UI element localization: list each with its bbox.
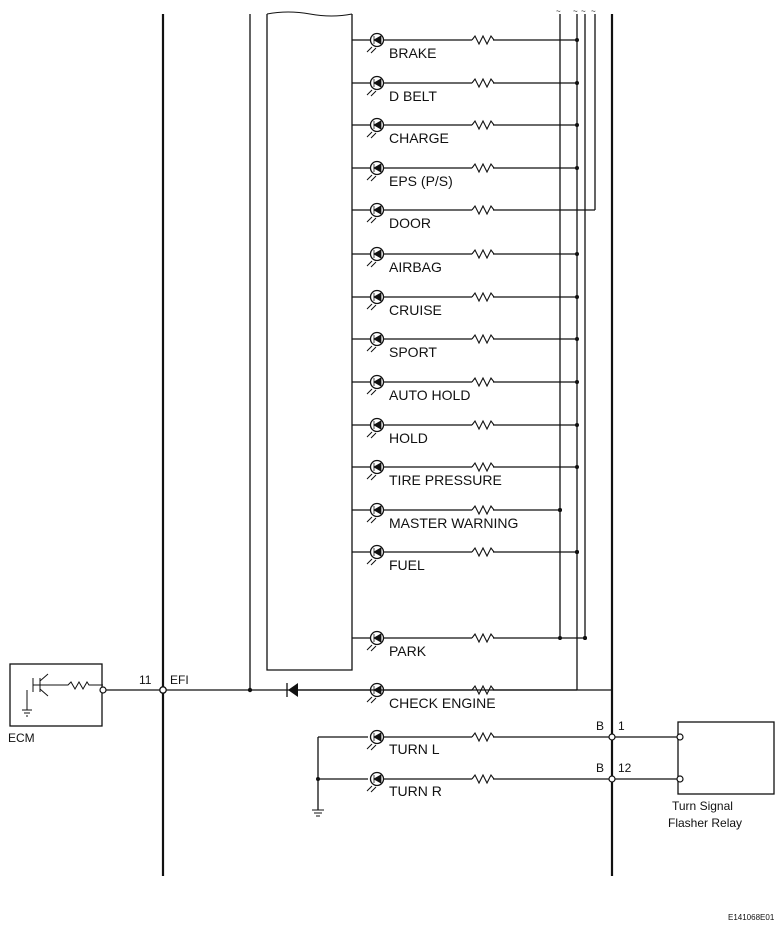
indicator-rows: BRAKE D BELT CHARGE EPS (P/S) DOOR AIRBAG CRUI… <box>298 32 677 799</box>
lamp-icon <box>366 630 385 652</box>
ecm-block: ECM <box>8 663 107 745</box>
resistor-icon <box>471 773 495 785</box>
resistor-icon <box>471 333 495 345</box>
lamp-icon <box>366 459 385 481</box>
resistor-icon <box>471 291 495 303</box>
ecm-pin: 11 <box>139 673 152 687</box>
indicator-row: FUEL <box>352 544 579 573</box>
resistor-icon <box>471 684 495 696</box>
indicator-row: CRUISE <box>352 289 579 318</box>
indicator-label: SPORT <box>389 344 437 360</box>
lamp-icon <box>366 246 385 268</box>
turn-l-connector: B <box>596 719 604 733</box>
resistor-icon <box>471 504 495 516</box>
relay-label-1: Turn Signal <box>672 799 733 813</box>
ecm-terminal: EFI <box>170 673 189 687</box>
resistor-icon <box>471 546 495 558</box>
indicator-row: CHECK ENGINE <box>298 682 577 711</box>
indicator-label: EPS (P/S) <box>389 173 453 189</box>
indicator-row: D BELT <box>352 75 579 104</box>
lamp-icon <box>366 202 385 224</box>
indicator-label: CRUISE <box>389 302 442 318</box>
meter-panel <box>247 11 353 693</box>
lamp-icon <box>366 682 385 704</box>
indicator-label: DOOR <box>389 215 431 231</box>
resistor-icon <box>471 77 495 89</box>
indicator-row: AIRBAG <box>352 246 579 275</box>
lamp-icon <box>366 75 385 97</box>
lamp-icon <box>366 544 385 566</box>
turn-lamp-row: TURN L <box>366 729 677 757</box>
resistor-icon <box>471 461 495 473</box>
flasher-relay: Turn Signal Flasher Relay <box>668 721 775 830</box>
indicator-label: D BELT <box>389 88 437 104</box>
indicator-supply-wires: ~ ~ ~ ~ <box>556 7 596 690</box>
lamp-icon <box>366 331 385 353</box>
indicator-row: EPS (P/S) <box>352 160 579 189</box>
svg-text:~: ~ <box>556 7 561 16</box>
lamp-icon <box>366 160 385 182</box>
indicator-row: MASTER WARNING <box>352 502 562 531</box>
relay-label-2: Flasher Relay <box>668 816 742 830</box>
resistor-icon <box>471 248 495 260</box>
indicator-row: PARK <box>352 630 587 659</box>
indicator-row: DOOR <box>352 202 595 231</box>
indicator-label: BRAKE <box>389 45 436 61</box>
turn-l-pin: 1 <box>618 719 625 733</box>
resistor-icon <box>471 632 495 644</box>
indicator-row: BRAKE <box>352 32 579 61</box>
indicator-label: FUEL <box>389 557 425 573</box>
indicator-label: CHARGE <box>389 130 449 146</box>
indicator-row: SPORT <box>352 331 579 360</box>
resistor-icon <box>471 162 495 174</box>
resistor-icon <box>471 34 495 46</box>
resistor-icon <box>471 376 495 388</box>
lamp-icon <box>366 502 385 524</box>
turn-ground <box>312 736 368 817</box>
turn-r-connector: B <box>596 761 604 775</box>
lamp-icon <box>366 117 385 139</box>
resistor-icon <box>471 204 495 216</box>
ecm-label: ECM <box>8 731 35 745</box>
turn-lamp-row: TURN R <box>366 771 677 799</box>
diode-icon <box>286 683 298 697</box>
indicator-label: PARK <box>389 643 427 659</box>
resistor-icon <box>471 119 495 131</box>
svg-text:~: ~ <box>591 7 596 16</box>
indicator-label: AIRBAG <box>389 259 442 275</box>
indicator-label: TIRE PRESSURE <box>389 472 502 488</box>
resistor-icon <box>471 419 495 431</box>
resistor-icon <box>471 731 495 743</box>
turn-r-pin: 12 <box>618 761 632 775</box>
indicator-label: HOLD <box>389 430 428 446</box>
lamp-icon <box>366 417 385 439</box>
lamp-icon <box>366 771 385 793</box>
figure-id: E141068E01 <box>728 913 775 922</box>
indicator-label: AUTO HOLD <box>389 387 470 403</box>
indicator-label: MASTER WARNING <box>389 515 518 531</box>
svg-text:~: ~ <box>581 7 586 16</box>
indicator-row: CHARGE <box>352 117 579 146</box>
indicator-row: TIRE PRESSURE <box>352 459 579 488</box>
lamp-icon <box>366 374 385 396</box>
turn-lamp-label: TURN L <box>389 741 440 757</box>
lamp-icon <box>366 289 385 311</box>
turn-lamp-label: TURN R <box>389 783 442 799</box>
svg-text:~: ~ <box>573 7 578 16</box>
lamp-icon <box>366 729 385 751</box>
indicator-row: HOLD <box>352 417 579 446</box>
lamp-icon <box>366 32 385 54</box>
indicator-row: AUTO HOLD <box>352 374 579 403</box>
indicator-label: CHECK ENGINE <box>389 695 496 711</box>
